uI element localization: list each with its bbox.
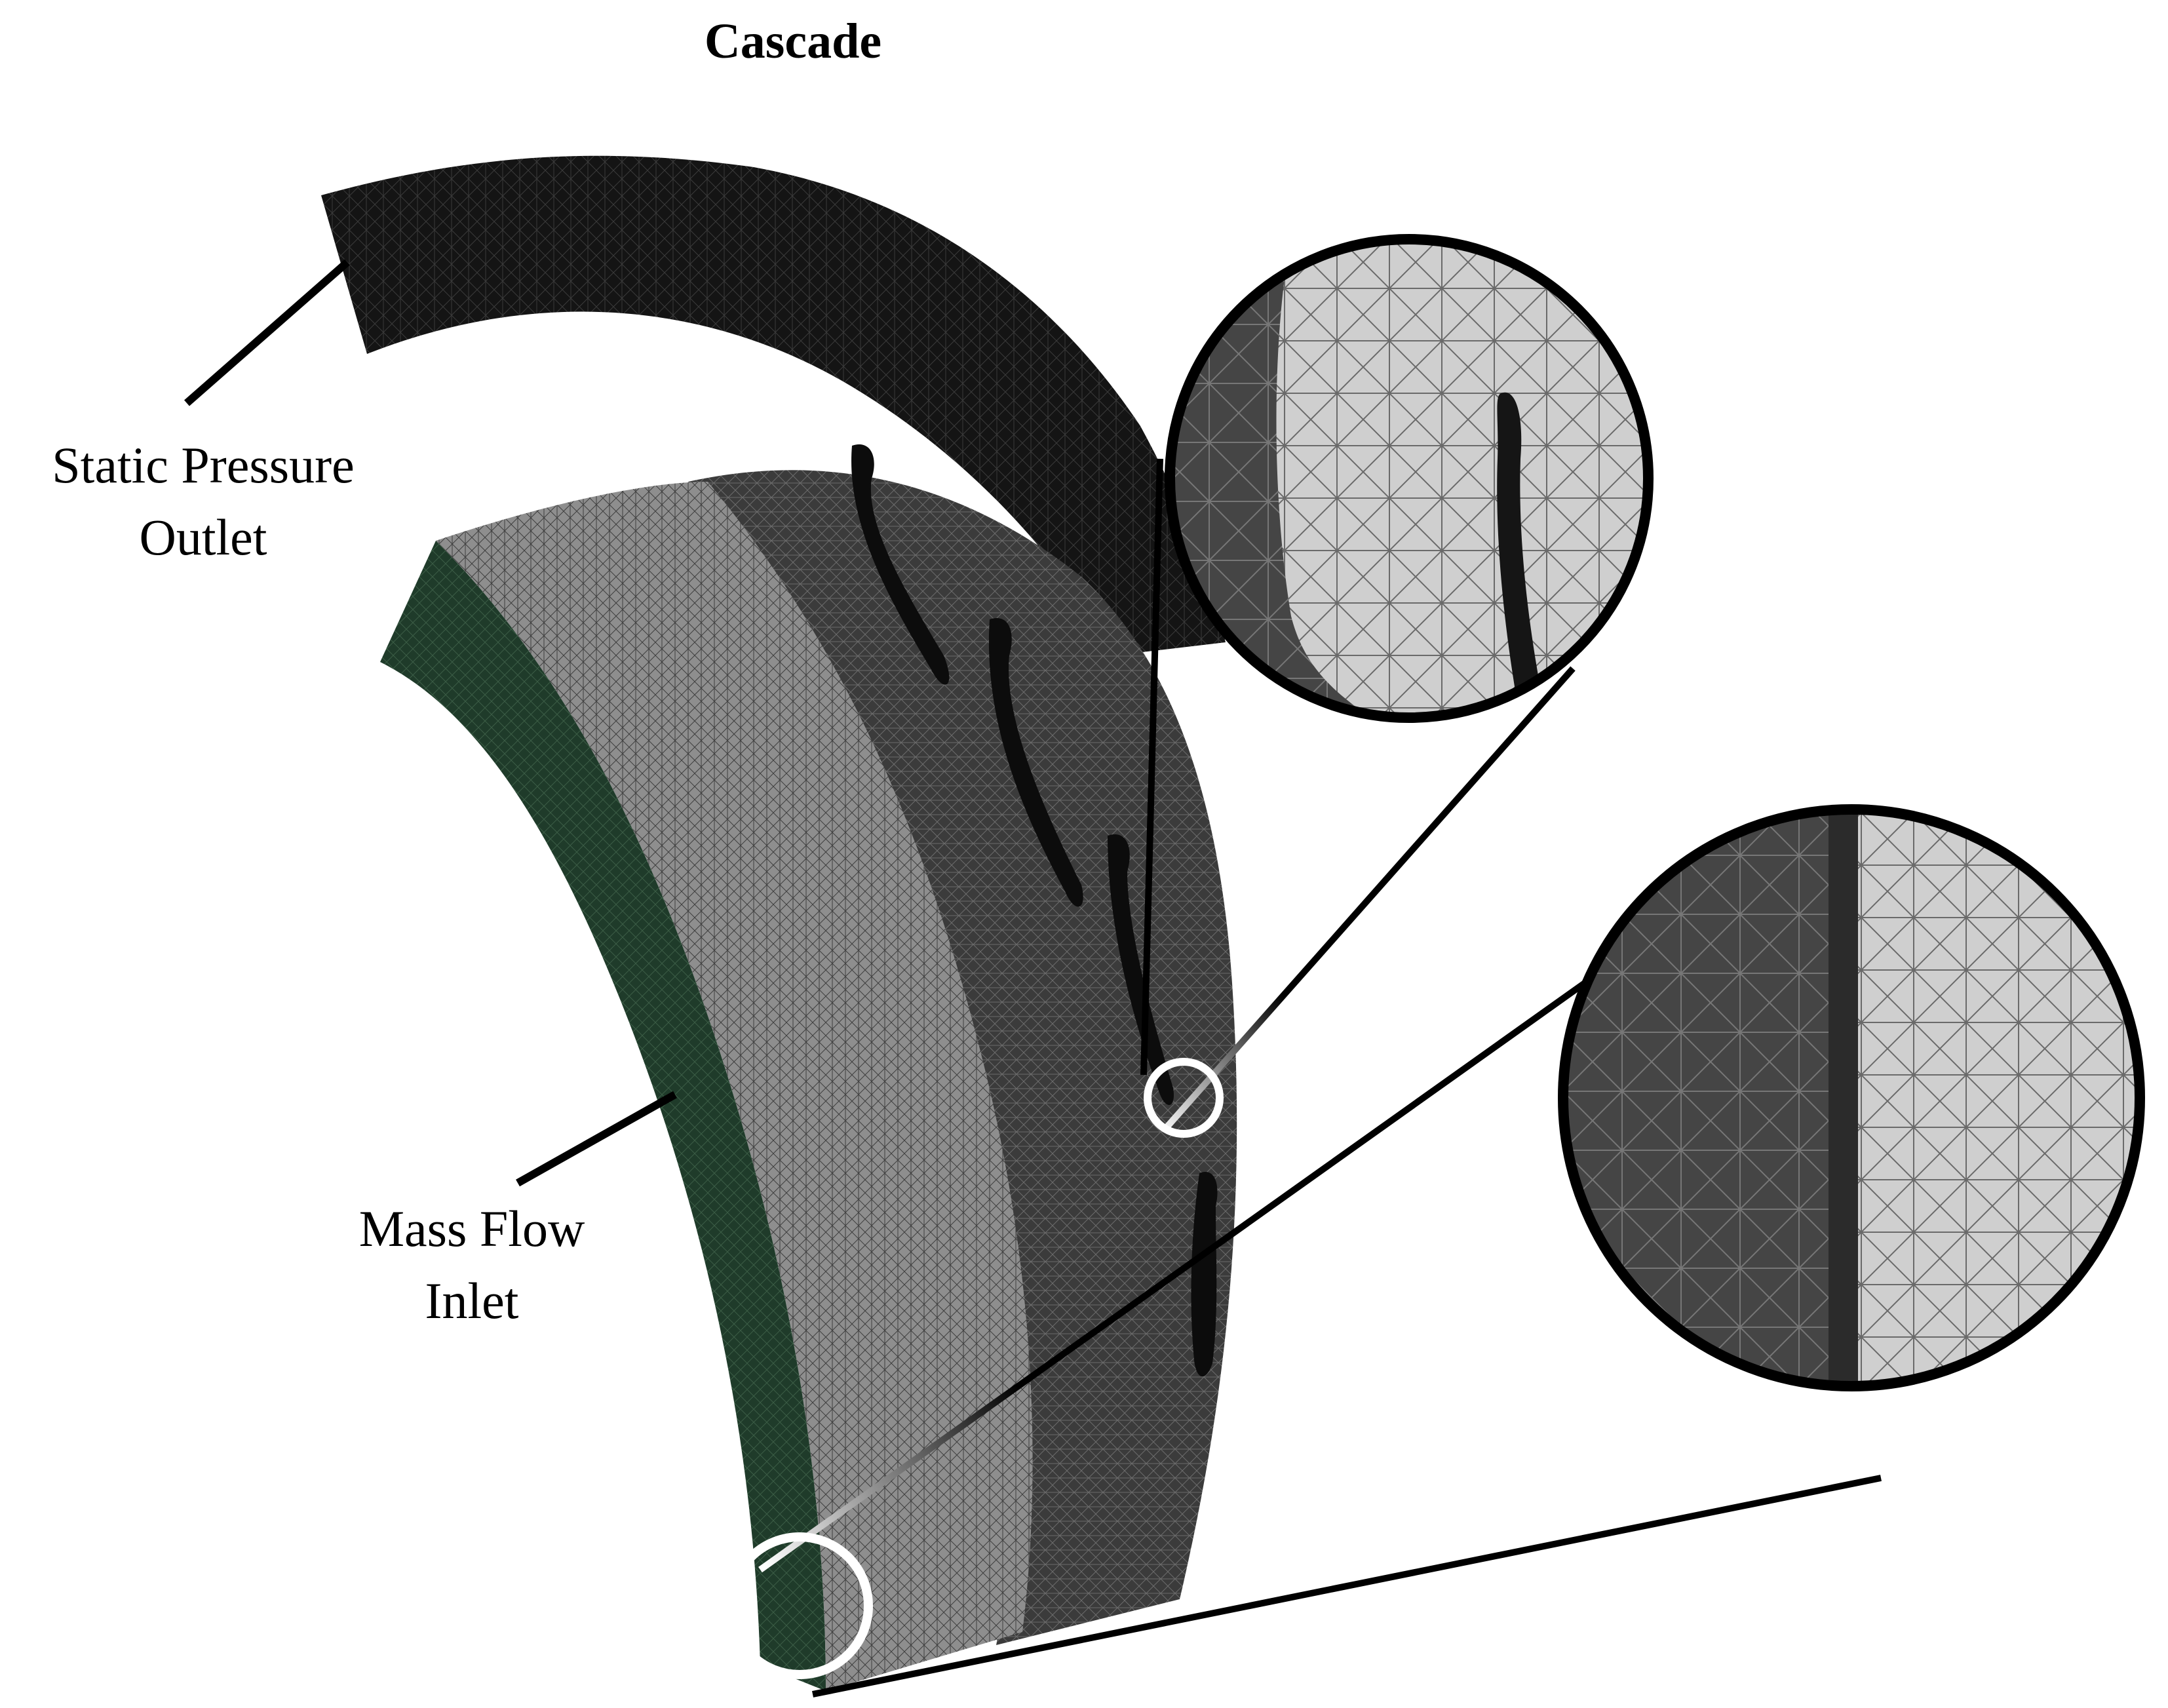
outlet-leader-line <box>184 259 350 406</box>
mass-flow-inlet-label: Mass Flow Inlet <box>301 1193 642 1337</box>
inlet-label-line-1: Mass Flow <box>358 1200 585 1257</box>
diagram-title: Cascade <box>704 14 882 69</box>
inlet-label-line-2: Inlet <box>425 1272 519 1329</box>
inlet-leader-line <box>516 1091 677 1187</box>
blade-profiles <box>851 444 1218 1377</box>
zoom-callout-inlet-edge <box>726 804 2145 1698</box>
front-face <box>436 482 1033 1691</box>
outlet-label-line-2: Outlet <box>139 509 267 566</box>
outlet-surface <box>321 155 1226 656</box>
static-pressure-outlet-label: Static Pressure Outlet <box>0 429 406 573</box>
zoom-callout-blade-tip <box>1140 234 1654 1138</box>
inlet-face <box>380 541 826 1691</box>
outlet-label-line-1: Static Pressure <box>52 437 355 494</box>
blade-side-surface <box>688 470 1237 1645</box>
